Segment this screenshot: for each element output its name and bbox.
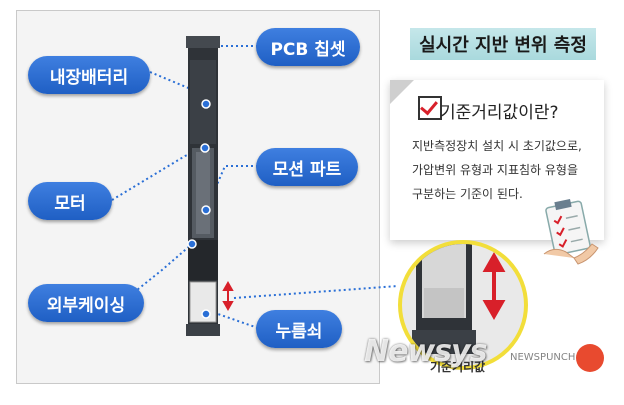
clipboard-icon	[543, 198, 599, 265]
watermark-seal-icon	[576, 344, 604, 372]
watermark-sub: NEWSPUNCH	[510, 352, 576, 363]
section-title: 실시간 지반 변위 측정	[410, 28, 596, 60]
distance-arrow-icon	[482, 251, 506, 321]
checkbox-icon	[418, 96, 442, 120]
card-heading: 기준거리값이란?	[440, 103, 559, 123]
card-line: 구분하는 기준이 된다.	[412, 187, 523, 201]
label-battery: 내장배터리	[28, 56, 150, 94]
card-line: 가압변위 유형과 지표침하 유형을	[412, 163, 579, 177]
zoom-detail	[398, 240, 528, 370]
label-motor: 모터	[28, 182, 112, 220]
zoom-caption: 기준거리값	[430, 360, 486, 374]
card-line: 지반측정장치 설치 시 초기값으로,	[412, 139, 582, 153]
label-motion: 모션 파트	[256, 148, 358, 186]
card-body: 지반측정장치 설치 시 초기값으로, 가압변위 유형과 지표침하 유형을 구분하…	[412, 134, 602, 206]
label-button: 누름쇠	[256, 310, 342, 348]
card-fold	[390, 80, 414, 104]
label-pcb: PCB 칩셋	[256, 28, 360, 66]
label-casing: 외부케이싱	[28, 284, 144, 322]
watermark-logo: Newsys	[364, 334, 487, 369]
